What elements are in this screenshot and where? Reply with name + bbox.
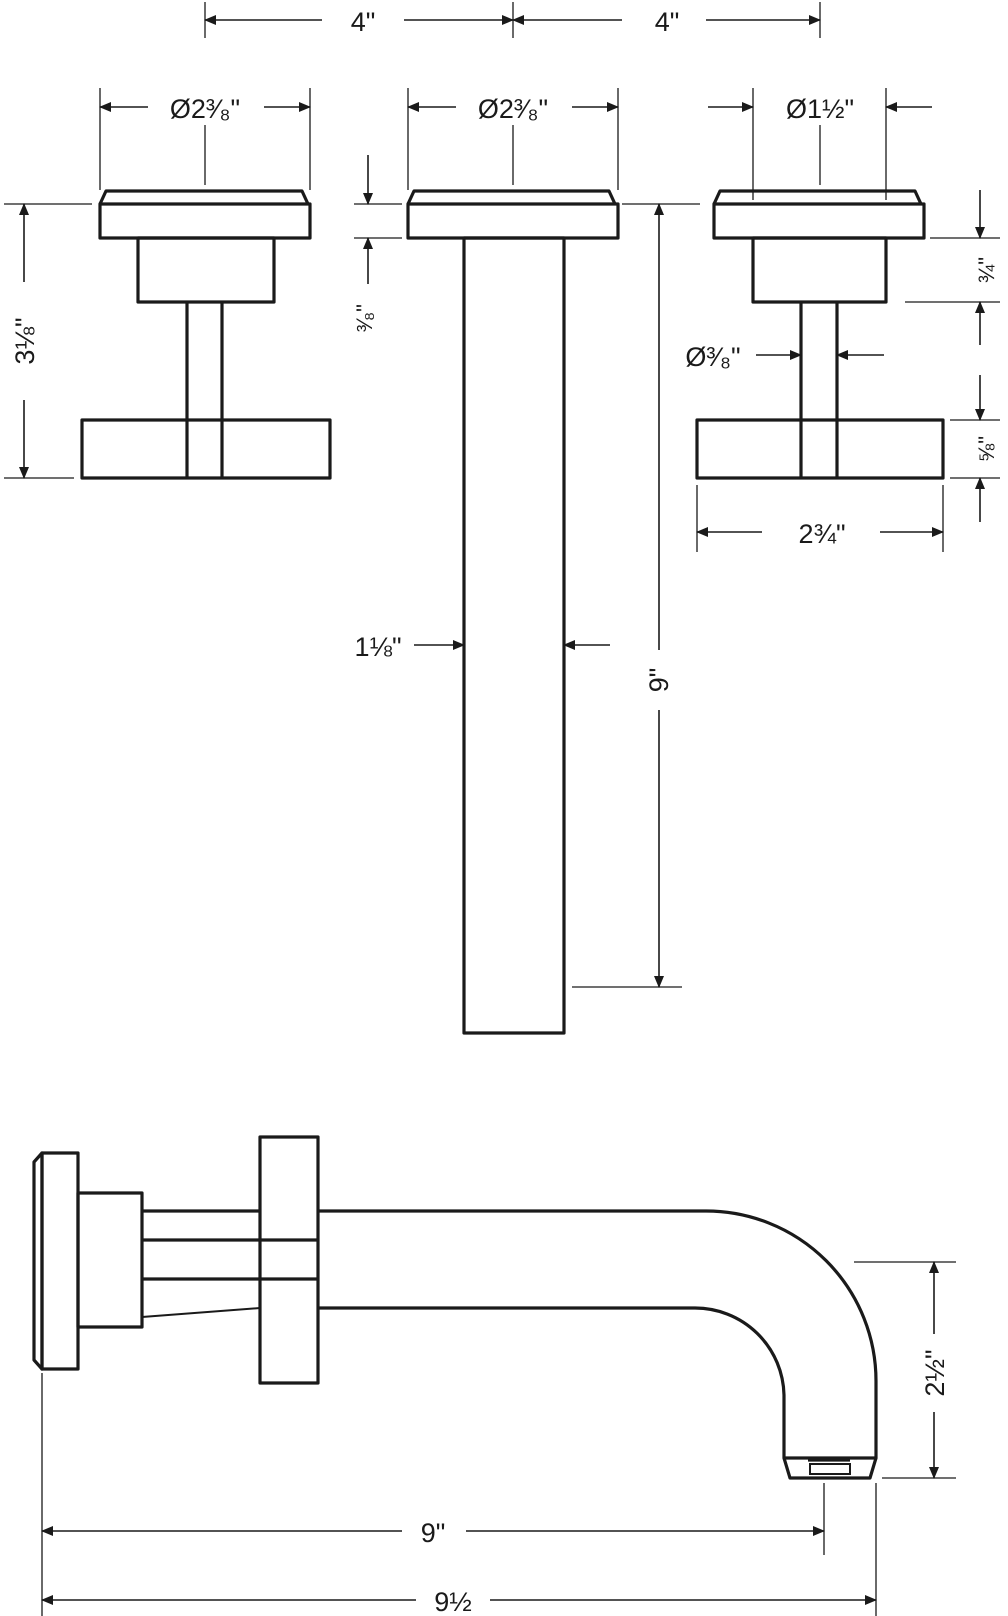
left-handle-diameter-label: Ø2³⁄₈" <box>170 94 240 124</box>
spout-reach-dimension: 9" <box>41 1518 825 1548</box>
cross-handle-thickness-dimension: ⅝" <box>974 375 999 522</box>
escutcheon-height-dimension: ¾" <box>974 190 999 345</box>
spout-top-view <box>406 189 620 1035</box>
overall-depth-dimension: 9½ <box>41 1587 877 1616</box>
spout-drop-dimension: 2½" <box>920 1261 950 1479</box>
extension-lines-top <box>4 2 1000 988</box>
spacing-right-label: 4" <box>655 7 680 37</box>
flange-thickness-dimension: ³⁄₈" <box>352 155 377 332</box>
spout-drop-label: 2½" <box>920 1349 950 1396</box>
spacing-dimensions: 4" 4" <box>204 7 821 37</box>
faucet-side-view <box>32 1135 878 1480</box>
handle-height-dimension: 3⅛" <box>10 203 40 479</box>
diameter-dimensions: Ø2³⁄₈" Ø2³⁄₈" Ø1½" <box>99 94 932 124</box>
spout-flange-diameter-label: Ø2³⁄₈" <box>478 94 548 124</box>
left-handle-top-view <box>80 189 332 480</box>
overall-depth-label: 9½ <box>434 1587 472 1616</box>
cross-handle-width-dimension: 2¾" <box>696 519 944 549</box>
spout-length-top-dimension: 9" <box>644 203 674 988</box>
cross-handle-width-label: 2¾" <box>798 519 845 549</box>
flange-thickness-label: ³⁄₈" <box>352 304 377 332</box>
stem-diameter-label: Ø³⁄₈" <box>685 342 740 372</box>
extension-lines-side <box>41 1261 956 1616</box>
right-flange-diameter-label: Ø1½" <box>786 94 854 124</box>
right-handle-top-view <box>695 189 945 480</box>
cross-handle-thickness-label: ⅝" <box>974 436 999 462</box>
spout-reach-label: 9" <box>421 1518 446 1548</box>
spacing-left-label: 4" <box>351 7 376 37</box>
handle-height-label: 3⅛" <box>10 317 40 364</box>
spout-width-label: 1⅛" <box>354 632 401 662</box>
escutcheon-height-label: ¾" <box>974 257 999 283</box>
spout-length-top-label: 9" <box>644 668 674 693</box>
spout-width-dimension: 1⅛" <box>354 632 610 662</box>
stem-diameter-dimension: Ø³⁄₈" <box>685 342 884 372</box>
